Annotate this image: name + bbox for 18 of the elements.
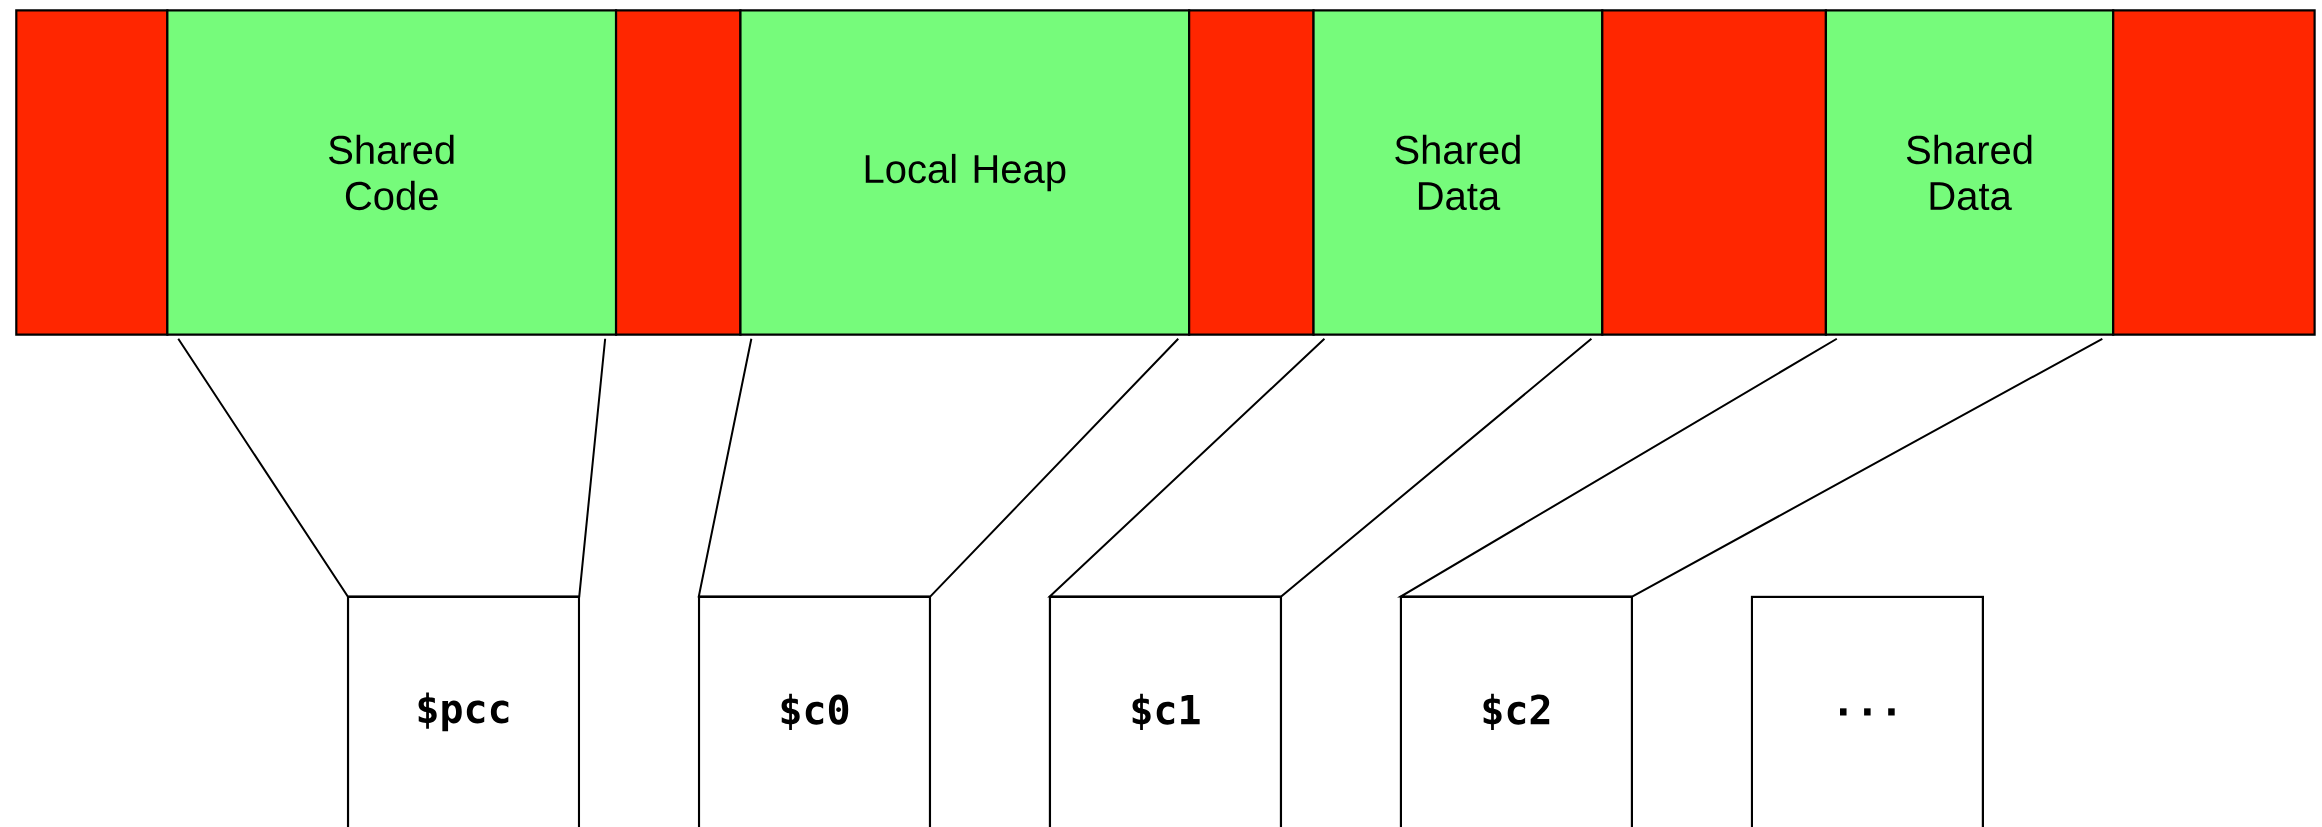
mapping-lines: [697, 337, 1180, 598]
register-box: $c2: [1399, 595, 1634, 827]
register-box: ...: [1750, 595, 1984, 827]
memory-segment: Shared Data: [1312, 9, 1604, 336]
register-box: $pcc: [346, 595, 581, 827]
mapping-lines: [1397, 337, 2104, 598]
memory-segment: [614, 9, 742, 336]
memory-segment: Local Heap: [739, 9, 1191, 336]
register-box: $c0: [697, 595, 932, 827]
mapping-lines: [177, 337, 607, 598]
memory-segment: Shared Data: [1824, 9, 2115, 336]
memory-segment: Shared Code: [166, 9, 618, 336]
mapping-lines: [1047, 337, 1593, 598]
memory-segment: [2112, 9, 2316, 336]
memory-segment: [15, 9, 169, 336]
register-box: $c1: [1048, 595, 1283, 827]
memory-segment: [1188, 9, 1315, 336]
memory-segment: [1601, 9, 1827, 336]
